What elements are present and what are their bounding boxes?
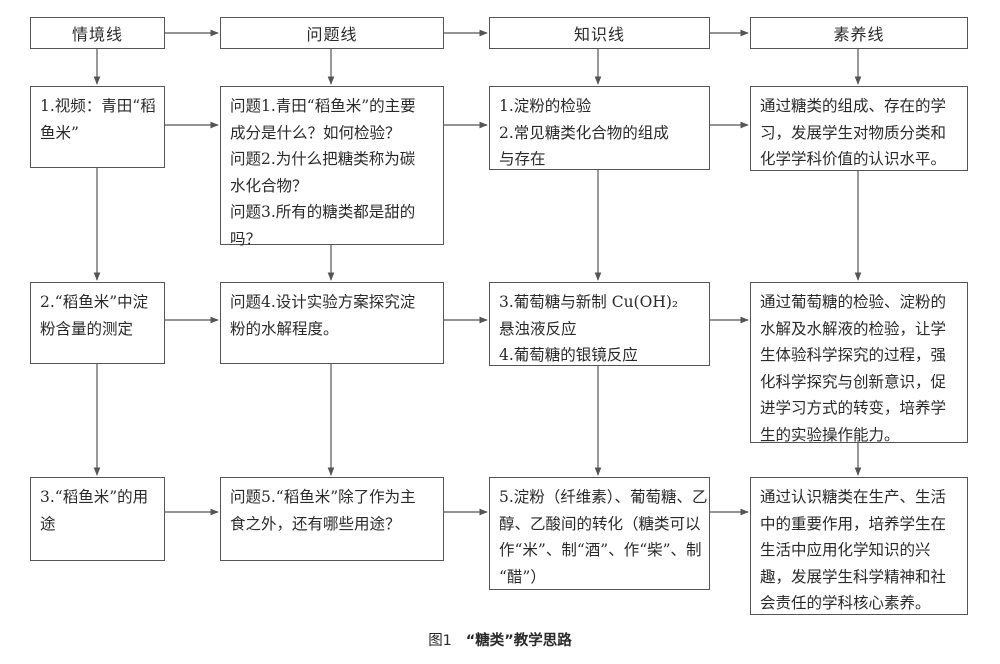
figure-number: 图1: [428, 633, 452, 649]
box-line: 问题3.所有的糖类都是甜的: [230, 203, 416, 221]
box-line: 趣，发展学生科学精神和社: [760, 567, 947, 586]
box-line: 问题4.设计实验方案探究淀: [230, 293, 416, 311]
row2-scenario-box: 2.“稻鱼米”中淀 粉含量的测定: [30, 282, 165, 364]
box-line: 进学习方式的转变，培养学: [760, 399, 947, 417]
box-line: 3.葡萄糖与新制 Cu(OH)₂: [499, 293, 679, 311]
row1-question-box: 问题1.青田“稻鱼米”的主要 成分是什么？如何检验？ 问题2.为什么把糖类称为碳…: [220, 86, 444, 248]
box-line: 途: [40, 514, 56, 533]
row2-question-box: 问题4.设计实验方案探究淀 粉的水解程度。: [220, 282, 444, 364]
box-line: 醇、乙酸间的转化（糖类可以: [499, 514, 701, 533]
box-line: 生体验科学探究的过程，强: [760, 346, 947, 364]
box-line: 作“米”、制“酒”、作“柴”、制: [499, 541, 702, 559]
box-line: 2.常见糖类化合物的组成: [499, 123, 669, 142]
row3-literacy-box: 通过认识糖类在生产、生活 中的重要作用，培养学生在 生活中应用化学知识的兴 趣，…: [750, 477, 968, 615]
box-line: 会责任的学科核心素养。: [760, 594, 931, 612]
box-line: 问题5.“稻鱼米”除了作为主: [230, 488, 416, 506]
box-line: 悬浊液反应: [499, 319, 577, 338]
row3-knowledge-box: 5.淀粉（纤维素）、葡萄糖、乙 醇、乙酸间的转化（糖类可以 作“米”、制“酒”、…: [489, 477, 710, 590]
box-line: 水化合物？: [230, 176, 308, 195]
box-line: 5.淀粉（纤维素）、葡萄糖、乙: [499, 488, 708, 506]
box-line: 食之外，还有哪些用途？: [230, 514, 401, 533]
box-line: 问题2.为什么把糖类称为碳: [230, 150, 416, 168]
row2-knowledge-box: 3.葡萄糖与新制 Cu(OH)₂ 悬浊液反应 4.葡萄糖的银镜反应: [489, 282, 710, 366]
header-label: 素养线: [833, 25, 885, 44]
box-line: “醋”）: [499, 567, 546, 586]
row3-question-box: 问题5.“稻鱼米”除了作为主 食之外，还有哪些用途？: [220, 477, 444, 561]
box-line: 习，发展学生对物质分类和: [760, 123, 947, 142]
row3-scenario-box: 3.“稻鱼米”的用 途: [30, 477, 165, 561]
box-line: 粉的水解程度。: [230, 319, 339, 338]
box-line: 问题1.青田“稻鱼米”的主要: [230, 97, 416, 115]
box-line: 粉含量的测定: [40, 319, 134, 338]
header-label: 问题线: [306, 25, 358, 44]
row2-literacy-box: 通过葡萄糖的检验、淀粉的 水解及水解液的检验，让学 生体验科学探究的过程，强 化…: [750, 282, 968, 444]
box-line: 通过认识糖类在生产、生活: [760, 488, 947, 506]
box-line: 3.“稻鱼米”的用: [40, 488, 149, 506]
header-question-line: 问题线: [220, 17, 444, 49]
box-line: 水解及水解液的检验，让学: [760, 319, 947, 338]
box-line: 与存在: [499, 150, 546, 168]
box-line: 生的实验操作能力。: [760, 425, 900, 444]
box-line: 通过糖类的组成、存在的学: [760, 97, 947, 115]
box-line: 成分是什么？如何检验？: [230, 123, 401, 142]
box-line: 化科学探究与创新意识，促: [760, 372, 947, 391]
header-knowledge-line: 知识线: [489, 17, 710, 49]
box-line: 1.视频：青田“稻: [40, 97, 156, 115]
box-line: 1.淀粉的检验: [499, 97, 592, 115]
box-line: 鱼米”: [40, 123, 79, 142]
row1-scenario-box: 1.视频：青田“稻 鱼米”: [30, 86, 165, 168]
box-line: 吗？: [230, 229, 262, 248]
header-scenario-line: 情境线: [30, 17, 165, 49]
box-line: 2.“稻鱼米”中淀: [40, 293, 149, 311]
figure-caption: 图1 “糖类”教学思路: [0, 629, 1000, 650]
box-line: 4.葡萄糖的银镜反应: [499, 346, 638, 364]
header-label: 情境线: [71, 25, 123, 44]
row1-literacy-box: 通过糖类的组成、存在的学 习，发展学生对物质分类和 化学学科价值的认识水平。: [750, 86, 968, 171]
row1-knowledge-box: 1.淀粉的检验 2.常见糖类化合物的组成 与存在: [489, 86, 710, 170]
box-line: 化学学科价值的认识水平。: [760, 150, 947, 168]
box-line: 生活中应用化学知识的兴: [760, 541, 931, 559]
header-literacy-line: 素养线: [750, 17, 968, 49]
box-line: 中的重要作用，培养学生在: [760, 514, 947, 533]
header-label: 知识线: [573, 25, 625, 44]
box-line: 通过葡萄糖的检验、淀粉的: [760, 293, 947, 311]
figure-title: “糖类”教学思路: [465, 633, 572, 649]
